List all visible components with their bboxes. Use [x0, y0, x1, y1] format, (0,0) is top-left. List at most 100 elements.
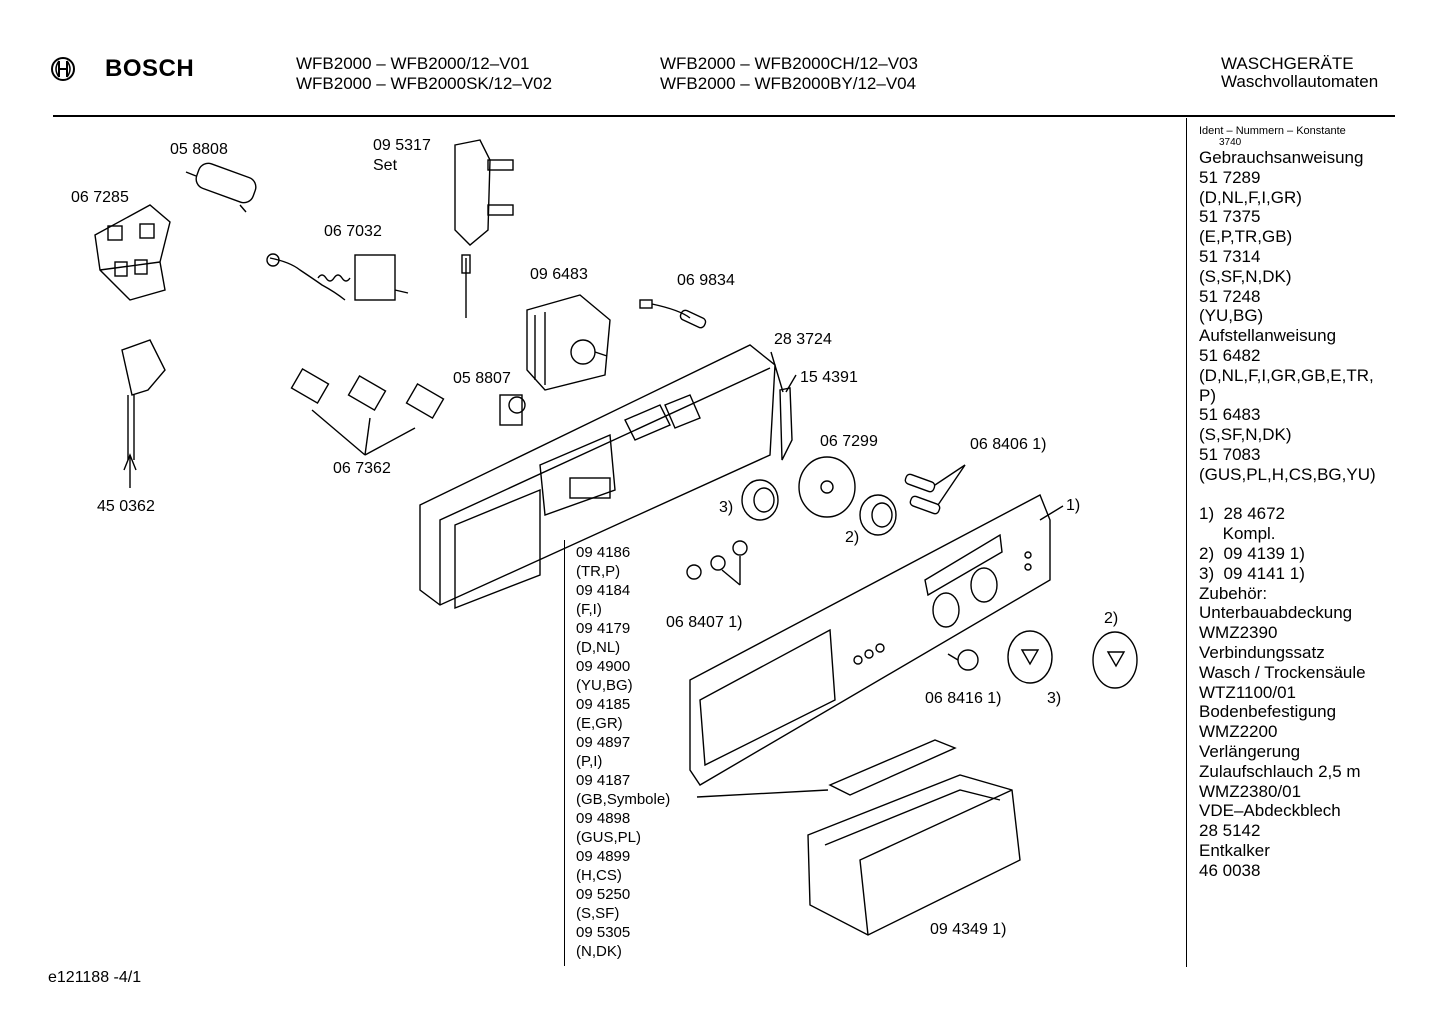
clip-part: [770, 351, 797, 461]
ident-sidebar: Ident – Nummern – Konstante 3740 Gebrauc…: [1199, 124, 1434, 880]
variant-lang: (F,I): [576, 601, 602, 618]
sidebar-line: 1) 28 4672: [1199, 504, 1286, 524]
variant-lang: (D,NL): [576, 639, 621, 656]
label-strip-part: [696, 739, 957, 798]
category-subtitle: Waschvollautomaten: [1221, 72, 1379, 91]
variant-lang: (GB,Symbole): [576, 791, 671, 808]
knob-part: [741, 479, 1138, 689]
part-label: 3): [1047, 690, 1062, 707]
variant-number: 09 4897: [576, 734, 631, 751]
model-line: WFB2000 – WFB2000SK/12–V02: [296, 74, 553, 93]
variant-lang: (YU,BG): [576, 677, 633, 694]
control-frame-part: [419, 344, 776, 610]
part-label: 06 7299: [820, 433, 878, 450]
sidebar-line: WMZ2200: [1199, 722, 1278, 742]
variant-lang: (N,DK): [576, 943, 622, 960]
variant-number: 09 4184: [576, 582, 631, 599]
bracket-part: [94, 204, 171, 301]
sidebar-line: Aufstellanweisung: [1199, 326, 1337, 346]
switch-set-part: [454, 139, 514, 318]
sidebar-line: (S,SF,N,DK): [1199, 266, 1292, 286]
model-line: WFB2000 – WFB2000/12–V01: [296, 54, 530, 73]
variant-lang: (S,SF): [576, 905, 620, 922]
sidebar-line: 2) 09 4139 1): [1199, 543, 1305, 563]
sidebar-line: 28 5142: [1199, 821, 1261, 841]
part-label: 45 0362: [97, 498, 155, 515]
mains-plug-part: [121, 339, 166, 488]
variant-list-divider: [564, 540, 565, 966]
variant-number: 09 4179: [576, 620, 631, 637]
part-label: 06 8407 1): [666, 614, 743, 631]
variant-number: 09 4186: [576, 544, 631, 561]
exploded-view-drawing: [94, 139, 1138, 936]
sidebar-line: [1199, 485, 1434, 505]
variant-lang: (E,GR): [576, 715, 623, 732]
sidebar-line: Wasch / Trockensäule: [1199, 662, 1366, 682]
sidebar-line: Zulaufschlauch 2,5 m: [1199, 761, 1361, 781]
sidebar-line: (GUS,PL,H,CS,BG,YU): [1199, 464, 1376, 484]
sidebar-line: Verlängerung: [1199, 741, 1301, 761]
part-label: 05 8808: [170, 141, 228, 158]
part-label: 06 7362: [333, 460, 391, 477]
variant-lang: (P,I): [576, 753, 603, 770]
variant-lang: (GUS,PL): [576, 829, 642, 846]
variant-lang: (H,CS): [576, 867, 622, 884]
variant-number: 09 4900: [576, 658, 631, 675]
detergent-drawer-part: [807, 774, 1021, 936]
sidebar-line: Zubehör:: [1199, 583, 1268, 603]
timer-part: [526, 294, 611, 391]
thermostat-part: [266, 253, 409, 301]
part-label: 28 3724: [774, 331, 832, 348]
bosch-logo-icon: [50, 56, 76, 87]
sidebar-line: 51 7083: [1199, 444, 1261, 464]
sidebar-line: 3) 09 4141 1): [1199, 563, 1305, 583]
part-label: 06 9834: [677, 272, 735, 289]
sidebar-line: WTZ1100/01: [1199, 682, 1297, 702]
part-label: 2): [1104, 610, 1119, 627]
front-fascia-part: [689, 494, 1064, 786]
category-title: WASCHGERÄTE: [1221, 54, 1354, 73]
part-label: 09 4349 1): [930, 921, 1007, 938]
part-label: 06 8406 1): [970, 436, 1047, 453]
sidebar-line: 46 0038: [1199, 860, 1261, 880]
potentiometer-part: [499, 394, 526, 426]
header-divider: [53, 115, 1395, 117]
small-knob-part: [686, 540, 748, 586]
part-label: 06 8416 1): [925, 690, 1002, 707]
sidebar-line: Gebrauchsanweisung: [1199, 148, 1364, 167]
part-label: 2): [845, 529, 860, 546]
sidebar-line: 51 7314: [1199, 246, 1261, 266]
sidebar-line: 51 7248: [1199, 286, 1261, 306]
part-label: 09 5317: [373, 137, 431, 154]
drawing-id: e121188 -4/1: [48, 969, 142, 986]
program-disc-part: [798, 456, 856, 518]
switches-part: [290, 368, 445, 456]
sidebar-line: Unterbauabdeckung: [1199, 603, 1353, 623]
part-label: 15 4391: [800, 369, 858, 386]
part-label: Set: [373, 157, 398, 174]
ident-title: Ident – Nummern – Konstante: [1199, 125, 1346, 137]
language-variant-list: 09 4186 (TR,P) 09 4184 (F,I) 09 4179 (D,…: [576, 543, 670, 961]
sidebar-line: 51 6483: [1199, 405, 1261, 425]
part-label: 3): [719, 499, 734, 516]
lamp-part: [639, 299, 707, 329]
sidebar-line: Verbindungssatz: [1199, 642, 1325, 662]
variant-number: 09 4899: [576, 848, 631, 865]
sidebar-divider: [1186, 118, 1187, 967]
variant-number: 09 5305: [576, 924, 631, 941]
sidebar-line: Kompl.: [1199, 524, 1276, 544]
part-label: 06 7032: [324, 223, 382, 240]
push-button-part: [904, 464, 966, 515]
sidebar-line: (YU,BG): [1199, 306, 1264, 326]
sidebar-line: 51 7289: [1199, 167, 1261, 187]
capacitor-part: [185, 162, 257, 213]
sidebar-line: 51 6482: [1199, 345, 1261, 365]
variant-number: 09 4185: [576, 696, 631, 713]
part-label: 05 8807: [453, 370, 511, 387]
variant-number: 09 4898: [576, 810, 631, 827]
variant-number: 09 4187: [576, 772, 631, 789]
sidebar-line: (D,NL,F,I,GR,GB,E,TR,: [1199, 365, 1374, 385]
sidebar-line: VDE–Abdeckblech: [1199, 801, 1341, 821]
model-line: WFB2000 – WFB2000CH/12–V03: [660, 54, 918, 73]
